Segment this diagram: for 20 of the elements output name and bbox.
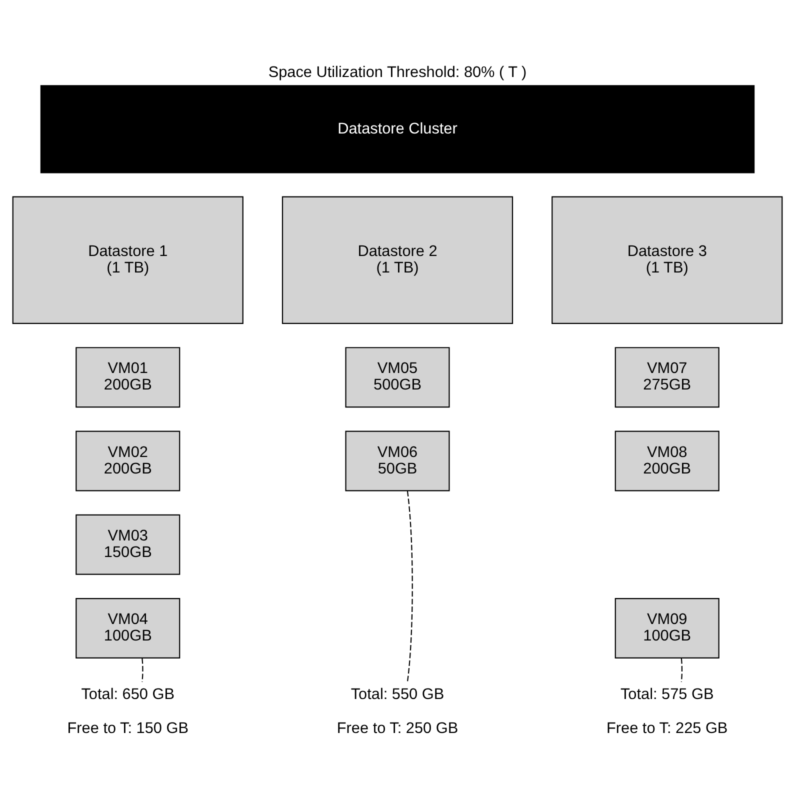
node-text: Total: 575 GB Free to T: 225 GB xyxy=(606,686,728,738)
node-text: Total: 550 GB Free to T: 250 GB xyxy=(336,686,458,738)
node-box: VM08 200GB xyxy=(614,430,720,492)
node-box: VM03 150GB xyxy=(76,514,180,575)
connector xyxy=(406,491,413,682)
node-box: VM02 200GB xyxy=(76,430,180,492)
node-box: VM09 100GB xyxy=(614,598,720,658)
node-box: VM05 500GB xyxy=(345,347,450,408)
node-box: Datastore Cluster xyxy=(40,85,755,174)
node-text: Total: 650 GB Free to T: 150 GB xyxy=(67,686,188,738)
node-box: Datastore 2 (1 TB) xyxy=(282,196,514,324)
diagram-title: Space Utilization Threshold: 80% ( T ) xyxy=(268,64,527,82)
node-box: VM04 100GB xyxy=(76,598,180,658)
node-box: Datastore 1 (1 TB) xyxy=(12,196,244,324)
connector xyxy=(142,658,144,682)
connector xyxy=(680,658,683,682)
node-box: VM06 50GB xyxy=(345,430,450,492)
node-box: VM01 200GB xyxy=(76,347,180,408)
node-box: VM07 275GB xyxy=(614,347,720,408)
node-box: Datastore 3 (1 TB) xyxy=(552,196,783,324)
